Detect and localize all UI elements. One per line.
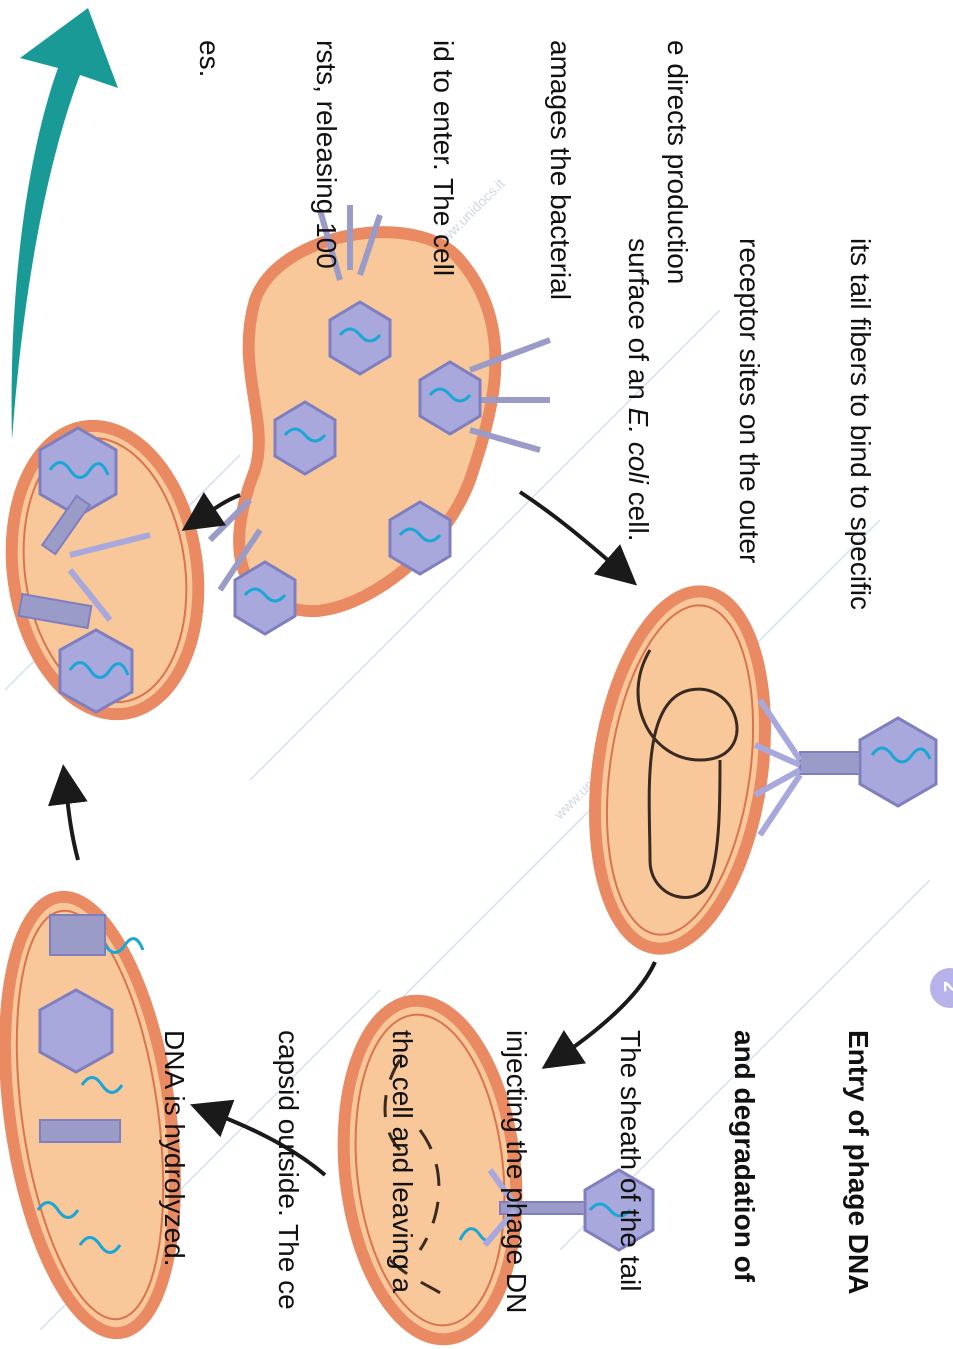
caption-attachment: its tail fibers to bind to specific rece… [546, 238, 953, 610]
attaching-phage [755, 700, 936, 835]
caption-entry-line: The sheath of the tail [611, 1030, 649, 1313]
caption-attachment-text: surface of an [623, 238, 654, 408]
caption-entry-line: DNA is hydrolyzed. [155, 1030, 193, 1313]
caption-lysis-line: es. [190, 40, 229, 300]
exit-arrow [12, 8, 118, 440]
caption-lysis-line: id to enter. The cell [424, 40, 463, 300]
caption-entry-line: injecting the phage DN [497, 1030, 535, 1313]
caption-attachment-text: cell. [623, 484, 654, 542]
caption-entry-title: Entry of phage DNA [839, 1030, 877, 1313]
caption-attachment-line: receptor sites on the outer [731, 238, 768, 610]
released-phage-2 [60, 630, 132, 712]
caption-attachment-line: its tail fibers to bind to specific [842, 238, 879, 610]
caption-attachment-line: surface of an E. coli cell. [620, 238, 657, 610]
caption-lysis-line: rsts, releasing 100 [307, 40, 346, 300]
caption-attachment-species: E. coli [623, 408, 654, 484]
caption-entry-line: the cell and leaving a [383, 1030, 421, 1313]
caption-entry-line: capsid outside. The ce [269, 1030, 307, 1313]
cell-attachment [574, 580, 936, 959]
step-2-number: 2 [939, 981, 953, 992]
caption-entry-title: and degradation of [725, 1030, 763, 1313]
caption-entry: Entry of phage DNA and degradation of Th… [79, 1030, 953, 1313]
cell-release [0, 414, 216, 727]
arrow-assembly-to-release [65, 780, 78, 860]
